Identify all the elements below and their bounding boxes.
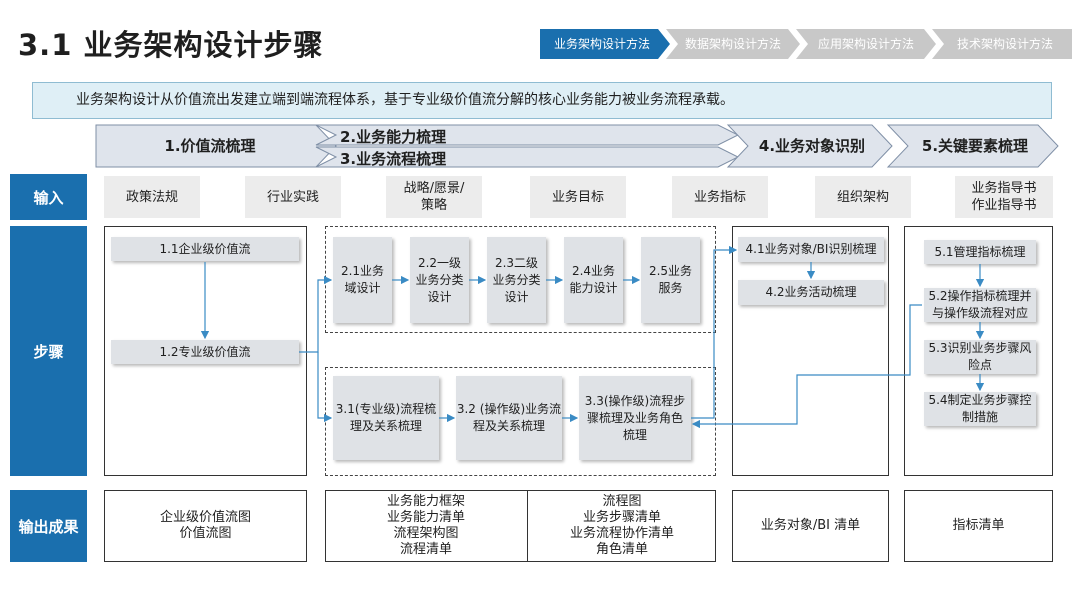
input-goal-label: 业务目标	[551, 189, 604, 205]
phase-1-shape	[95, 124, 337, 168]
step-5-2-label: 5.2操作指标梳理并 与操作级流程对应	[928, 289, 1032, 320]
input-strategy-label: 战略/愿景/ 策略	[403, 181, 465, 213]
output-item: 价值流图	[179, 526, 232, 541]
step-5-3: 5.3识别业务步骤风 险点	[924, 340, 1036, 374]
step-2-1: 2.1业务 域设计	[333, 237, 392, 323]
step-3-3-label: 3.3(操作级)流程步 骤梳理及业务角色 梳理	[584, 393, 686, 442]
step-2-1-label: 2.1业务 域设计	[340, 264, 385, 295]
method-nav: 业务架构设计方法 数据架构设计方法 应用架构设计方法 技术架构设计方法	[540, 29, 1075, 59]
phase-chevrons	[95, 124, 1059, 168]
output-item: 流程图	[602, 494, 642, 509]
input-item: 业务指导书 作业指导书	[955, 176, 1053, 218]
step-5-4-label: 5.4制定业务步骤控 制措施	[928, 393, 1032, 424]
tab-data-architecture[interactable]: 数据架构设计方法	[684, 37, 781, 51]
phase-5-shape	[886, 124, 1059, 168]
output-business-object: 业务对象/BI 清单	[732, 490, 889, 562]
output-item: 企业级价值流图	[159, 510, 251, 525]
nav-chevrons	[540, 29, 1072, 59]
step-4-1: 4.1业务对象/BI识别梳理	[738, 237, 884, 262]
step-5-1: 5.1管理指标梳理	[924, 240, 1036, 264]
step-2-5-label: 2.5业务 服务	[648, 264, 693, 295]
input-guide-label: 业务指导书 作业指导书	[971, 181, 1037, 213]
step-3-1-label: 3.1(专业级)流程梳 理及关系梳理	[335, 402, 437, 433]
step-3-2-label: 3.2 (操作级)业务流 程及关系梳理	[456, 402, 562, 433]
phase-3-label: 3.业务流程梳理	[340, 150, 447, 168]
step-2-4: 2.4业务 能力设计	[564, 237, 623, 323]
input-item: 战略/愿景/ 策略	[386, 176, 482, 218]
output-capability: 业务能力框架 业务能力清单 流程架构图 流程清单	[325, 488, 527, 564]
step-3-1: 3.1(专业级)流程梳 理及关系梳理	[333, 376, 439, 460]
step-5-4: 5.4制定业务步骤控 制措施	[924, 392, 1036, 426]
row-label-input: 输入	[10, 174, 87, 220]
step-5-1-label: 5.1管理指标梳理	[934, 244, 1026, 259]
output-item: 业务能力框架	[386, 494, 465, 509]
output-panel-4	[732, 490, 889, 562]
row-label-steps: 步骤	[10, 226, 87, 476]
row-label-output: 输出成果	[10, 490, 87, 562]
step-2-3-label: 2.3二级 业务分类 设计	[492, 255, 541, 304]
step-2-3: 2.3二级 业务分类 设计	[487, 237, 546, 323]
phase-2-shape	[315, 124, 740, 146]
input-item: 业务目标	[530, 176, 626, 218]
output-panel-1	[104, 490, 307, 562]
output-item: 业务流程协作清单	[569, 526, 674, 541]
output-item: 角色清单	[595, 542, 648, 557]
step-2-4-label: 2.4业务 能力设计	[569, 264, 618, 295]
phase-4-shape	[726, 124, 893, 168]
input-item: 业务指标	[672, 176, 768, 218]
step-1-1-label: 1.1企业级价值流	[159, 241, 251, 256]
nav-chevron-2	[666, 29, 800, 59]
step-2-2: 2.2一级 业务分类 设计	[410, 237, 469, 323]
input-item: 行业实践	[245, 176, 341, 218]
input-item: 组织架构	[815, 176, 911, 218]
nav-chevron-3	[796, 29, 936, 59]
step-1-1: 1.1企业级价值流	[111, 237, 299, 261]
input-item: 政策法规	[104, 176, 200, 218]
step-4-1-label: 4.1业务对象/BI识别梳理	[745, 242, 877, 256]
output-item: 业务步骤清单	[582, 510, 661, 525]
panel-object	[732, 226, 889, 476]
phase-5-label: 5.关键要素梳理	[921, 137, 1029, 155]
output-item: 指标清单	[952, 518, 1005, 533]
output-item: 流程清单	[399, 542, 452, 557]
phase-2-label: 2.业务能力梳理	[340, 128, 447, 146]
step-2-2-label: 2.2一级 业务分类 设计	[415, 255, 464, 304]
step-3-2: 3.2 (操作级)业务流 程及关系梳理	[456, 376, 562, 460]
output-divider	[527, 490, 528, 562]
step-5-3-label: 5.3识别业务步骤风 险点	[928, 341, 1032, 372]
phase-1-label: 1.价值流梳理	[164, 137, 256, 155]
output-item: 业务对象/BI 清单	[760, 518, 861, 533]
phase-3-shape	[315, 146, 740, 168]
output-panel-5	[904, 490, 1053, 562]
tab-business-architecture[interactable]: 业务架构设计方法	[553, 37, 650, 51]
intro-banner: 业务架构设计从价值流出发建立端到端流程体系，基于专业级价值流分解的核心业务能力被…	[32, 82, 1052, 119]
page-title: 3.1 业务架构设计步骤	[18, 28, 324, 62]
step-2-5: 2.5业务 服务	[641, 237, 700, 323]
step-1-2: 1.2专业级价值流	[111, 340, 299, 364]
output-indicator: 指标清单	[904, 490, 1053, 562]
output-panel-2-3	[325, 490, 716, 562]
step-4-2-label: 4.2业务活动梳理	[765, 285, 857, 299]
input-industry-label: 行业实践	[266, 189, 319, 205]
step-5-2: 5.2操作指标梳理并 与操作级流程对应	[924, 288, 1036, 322]
tab-technology-architecture[interactable]: 技术架构设计方法	[956, 37, 1053, 51]
phase-4-label: 4.业务对象识别	[758, 137, 866, 155]
step-3-3: 3.3(操作级)流程步 骤梳理及业务角色 梳理	[579, 376, 691, 460]
input-policy-label: 政策法规	[125, 189, 178, 205]
output-process: 流程图 业务步骤清单 业务流程协作清单 角色清单	[528, 490, 716, 562]
output-item: 业务能力清单	[386, 510, 465, 525]
input-kpi-label: 业务指标	[693, 189, 746, 205]
tab-application-architecture[interactable]: 应用架构设计方法	[817, 37, 914, 51]
input-org-label: 组织架构	[836, 189, 889, 205]
output-item: 流程架构图	[393, 526, 459, 541]
nav-chevron-4	[932, 29, 1072, 59]
step-1-2-label: 1.2专业级价值流	[159, 344, 251, 359]
nav-chevron-1	[540, 29, 670, 59]
step-4-2: 4.2业务活动梳理	[738, 280, 884, 305]
output-value-stream: 企业级价值流图 价值流图	[104, 490, 307, 562]
